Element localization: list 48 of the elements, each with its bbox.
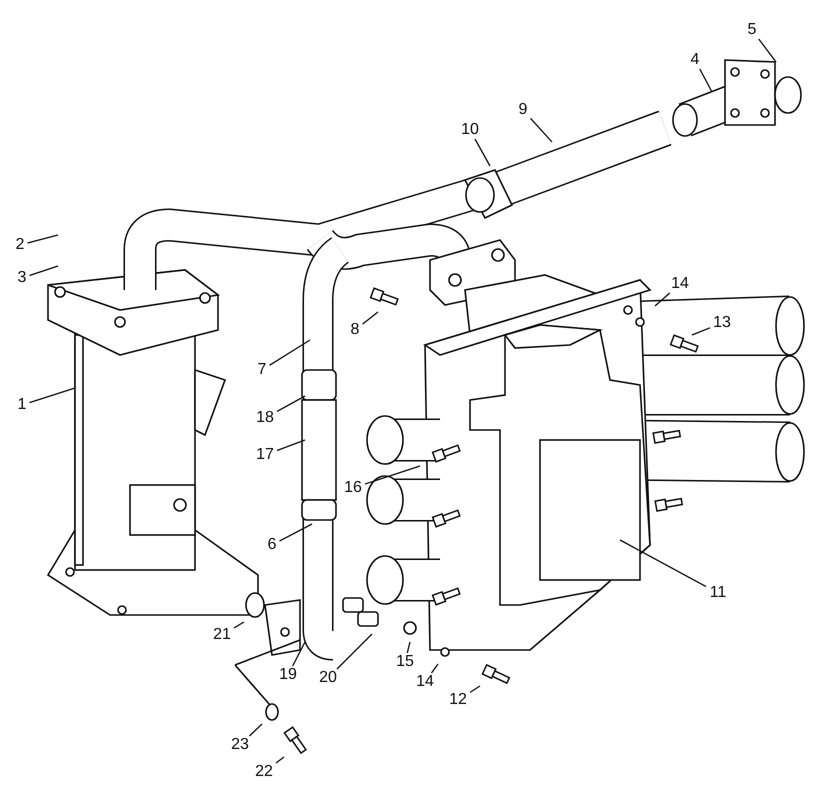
- callout-number: 8: [348, 321, 362, 339]
- callout-number: 2: [12, 236, 28, 254]
- callout-number: 12: [446, 691, 470, 709]
- callout-number: 5: [744, 21, 760, 39]
- callout-number: 23: [228, 736, 252, 754]
- leader-line: [276, 439, 306, 452]
- leader-line: [530, 118, 552, 142]
- leader-line: [276, 756, 284, 764]
- callout-number: 13: [710, 314, 734, 332]
- callout-number: 9: [516, 101, 530, 119]
- leader-line: [364, 465, 420, 485]
- leader-line: [470, 685, 480, 693]
- callout-number: 21: [210, 626, 234, 644]
- callout-number: 22: [252, 763, 276, 781]
- callout-number: 16: [341, 479, 365, 497]
- leader-line: [620, 539, 706, 588]
- leader-line: [430, 664, 439, 674]
- leader-line: [362, 311, 378, 325]
- leader-line: [276, 395, 306, 412]
- callout-number: 6: [264, 536, 280, 554]
- callout-number: 10: [458, 121, 482, 139]
- leader-line: [758, 38, 777, 62]
- leader-line: [29, 387, 76, 404]
- leader-line: [406, 642, 411, 654]
- callout-number: 15: [393, 653, 417, 671]
- callout-number: 17: [253, 446, 277, 464]
- leader-line: [29, 265, 58, 276]
- leader-line: [27, 234, 58, 244]
- leader-line: [292, 642, 306, 666]
- callout-number: 14: [668, 275, 692, 293]
- callout-number: 7: [254, 361, 270, 379]
- leader-line: [269, 339, 310, 366]
- leader-line: [336, 634, 372, 670]
- leader-line: [474, 138, 491, 166]
- leader-line: [279, 523, 312, 542]
- callout-number: 14: [413, 673, 437, 691]
- callout-number: 11: [706, 584, 730, 602]
- callout-number: 3: [14, 269, 30, 287]
- callout-number: 19: [276, 666, 300, 684]
- callout-number: 4: [688, 51, 702, 69]
- callout-number: 20: [316, 669, 340, 687]
- leader-line: [248, 724, 262, 736]
- leader-line: [699, 68, 713, 92]
- callout-number: 18: [253, 409, 277, 427]
- leader-line: [654, 292, 670, 306]
- leader-line: [692, 327, 710, 336]
- callout-number: 1: [14, 396, 30, 414]
- leader-line: [234, 621, 244, 628]
